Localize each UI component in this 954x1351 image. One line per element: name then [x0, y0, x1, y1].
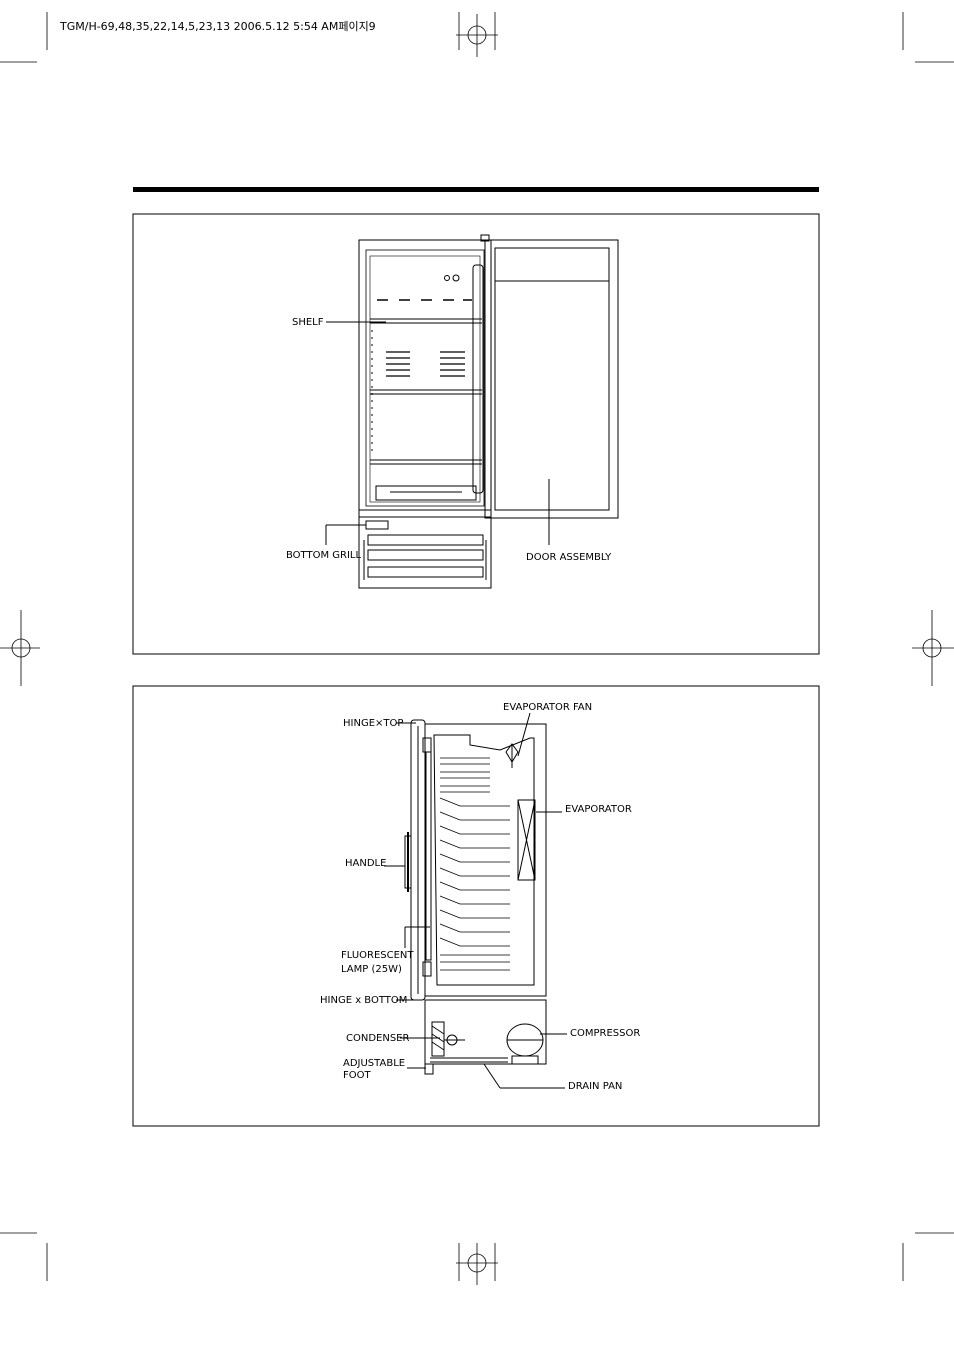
- label-compressor: COMPRESSOR: [570, 1028, 640, 1039]
- label-drain-pan: DRAIN PAN: [568, 1081, 622, 1092]
- side-view-panel: [132, 685, 820, 1127]
- registration-marks: [0, 12, 954, 1285]
- label-door-assembly: DOOR ASSEMBLY: [526, 552, 612, 563]
- label-bottom-grill: BOTTOM GRILL: [286, 550, 361, 561]
- label-adjustable-line2: FOOT: [343, 1070, 371, 1081]
- front-view-drawing: [325, 234, 619, 589]
- label-evaporator: EVAPORATOR: [565, 804, 632, 815]
- label-adjustable-line1: ADJUSTABLE: [343, 1058, 405, 1069]
- label-handle: HANDLE: [345, 858, 386, 869]
- label-fluorescent-line2: LAMP (25W): [341, 964, 402, 975]
- side-view-drawing: [384, 712, 567, 1089]
- label-fluorescent-line1: FLUORESCENT: [341, 950, 414, 961]
- print-header: TGM/H-69,48,35,22,14,5,23,13 2006.5.12 5…: [59, 20, 376, 33]
- label-hinge-bottom: HINGE x BOTTOM: [320, 995, 407, 1006]
- label-evaporator-fan: EVAPORATOR FAN: [503, 702, 592, 713]
- header-rule: [133, 187, 819, 192]
- front-view-panel: [132, 213, 820, 655]
- label-shelf: SHELF: [292, 317, 324, 328]
- label-hinge-top: HINGE×TOP: [343, 718, 403, 729]
- label-condenser: CONDENSER: [346, 1033, 409, 1044]
